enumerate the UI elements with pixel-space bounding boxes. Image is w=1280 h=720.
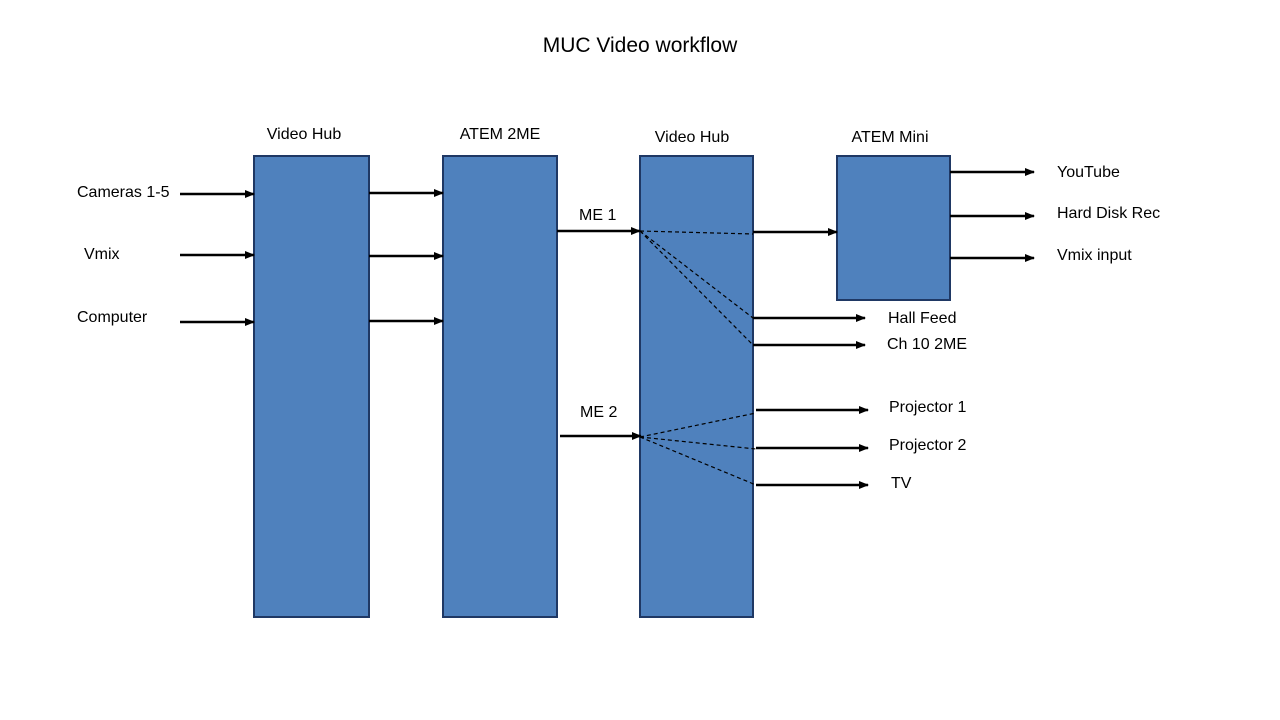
video-hub-1-block xyxy=(253,155,370,618)
tv-label: TV xyxy=(891,475,912,492)
hard-disk-rec-label: Hard Disk Rec xyxy=(1057,205,1161,222)
atem-2me-block xyxy=(442,155,558,618)
route-me1-to-mini xyxy=(639,230,754,235)
vmix-label: Vmix xyxy=(84,246,120,263)
route-me1-to-ch10 xyxy=(639,230,754,346)
atem-mini-label: ATEM Mini xyxy=(851,129,929,146)
cameras-label: Cameras 1-5 xyxy=(77,184,170,201)
video-hub-1-label: Video Hub xyxy=(266,126,342,143)
diagram-title: MUC Video workflow xyxy=(542,34,738,57)
route-me2-to-proj2 xyxy=(639,436,757,450)
me1-label: ME 1 xyxy=(579,207,617,224)
ch10-2me-label: Ch 10 2ME xyxy=(887,336,968,353)
video-hub-2-block xyxy=(639,155,754,618)
video-hub-2-label: Video Hub xyxy=(654,129,730,146)
vmix-input-label: Vmix input xyxy=(1057,247,1132,264)
route-me2-to-proj1 xyxy=(639,412,757,438)
projector-1-label: Projector 1 xyxy=(889,399,967,416)
atem-mini-block xyxy=(836,155,951,301)
me2-label: ME 2 xyxy=(580,404,618,421)
youtube-label: YouTube xyxy=(1057,164,1120,181)
atem-2me-label: ATEM 2ME xyxy=(459,126,541,143)
route-me1-to-hall xyxy=(639,230,754,319)
computer-label: Computer xyxy=(77,309,148,326)
projector-2-label: Projector 2 xyxy=(889,437,967,454)
hall-feed-label: Hall Feed xyxy=(888,310,957,327)
